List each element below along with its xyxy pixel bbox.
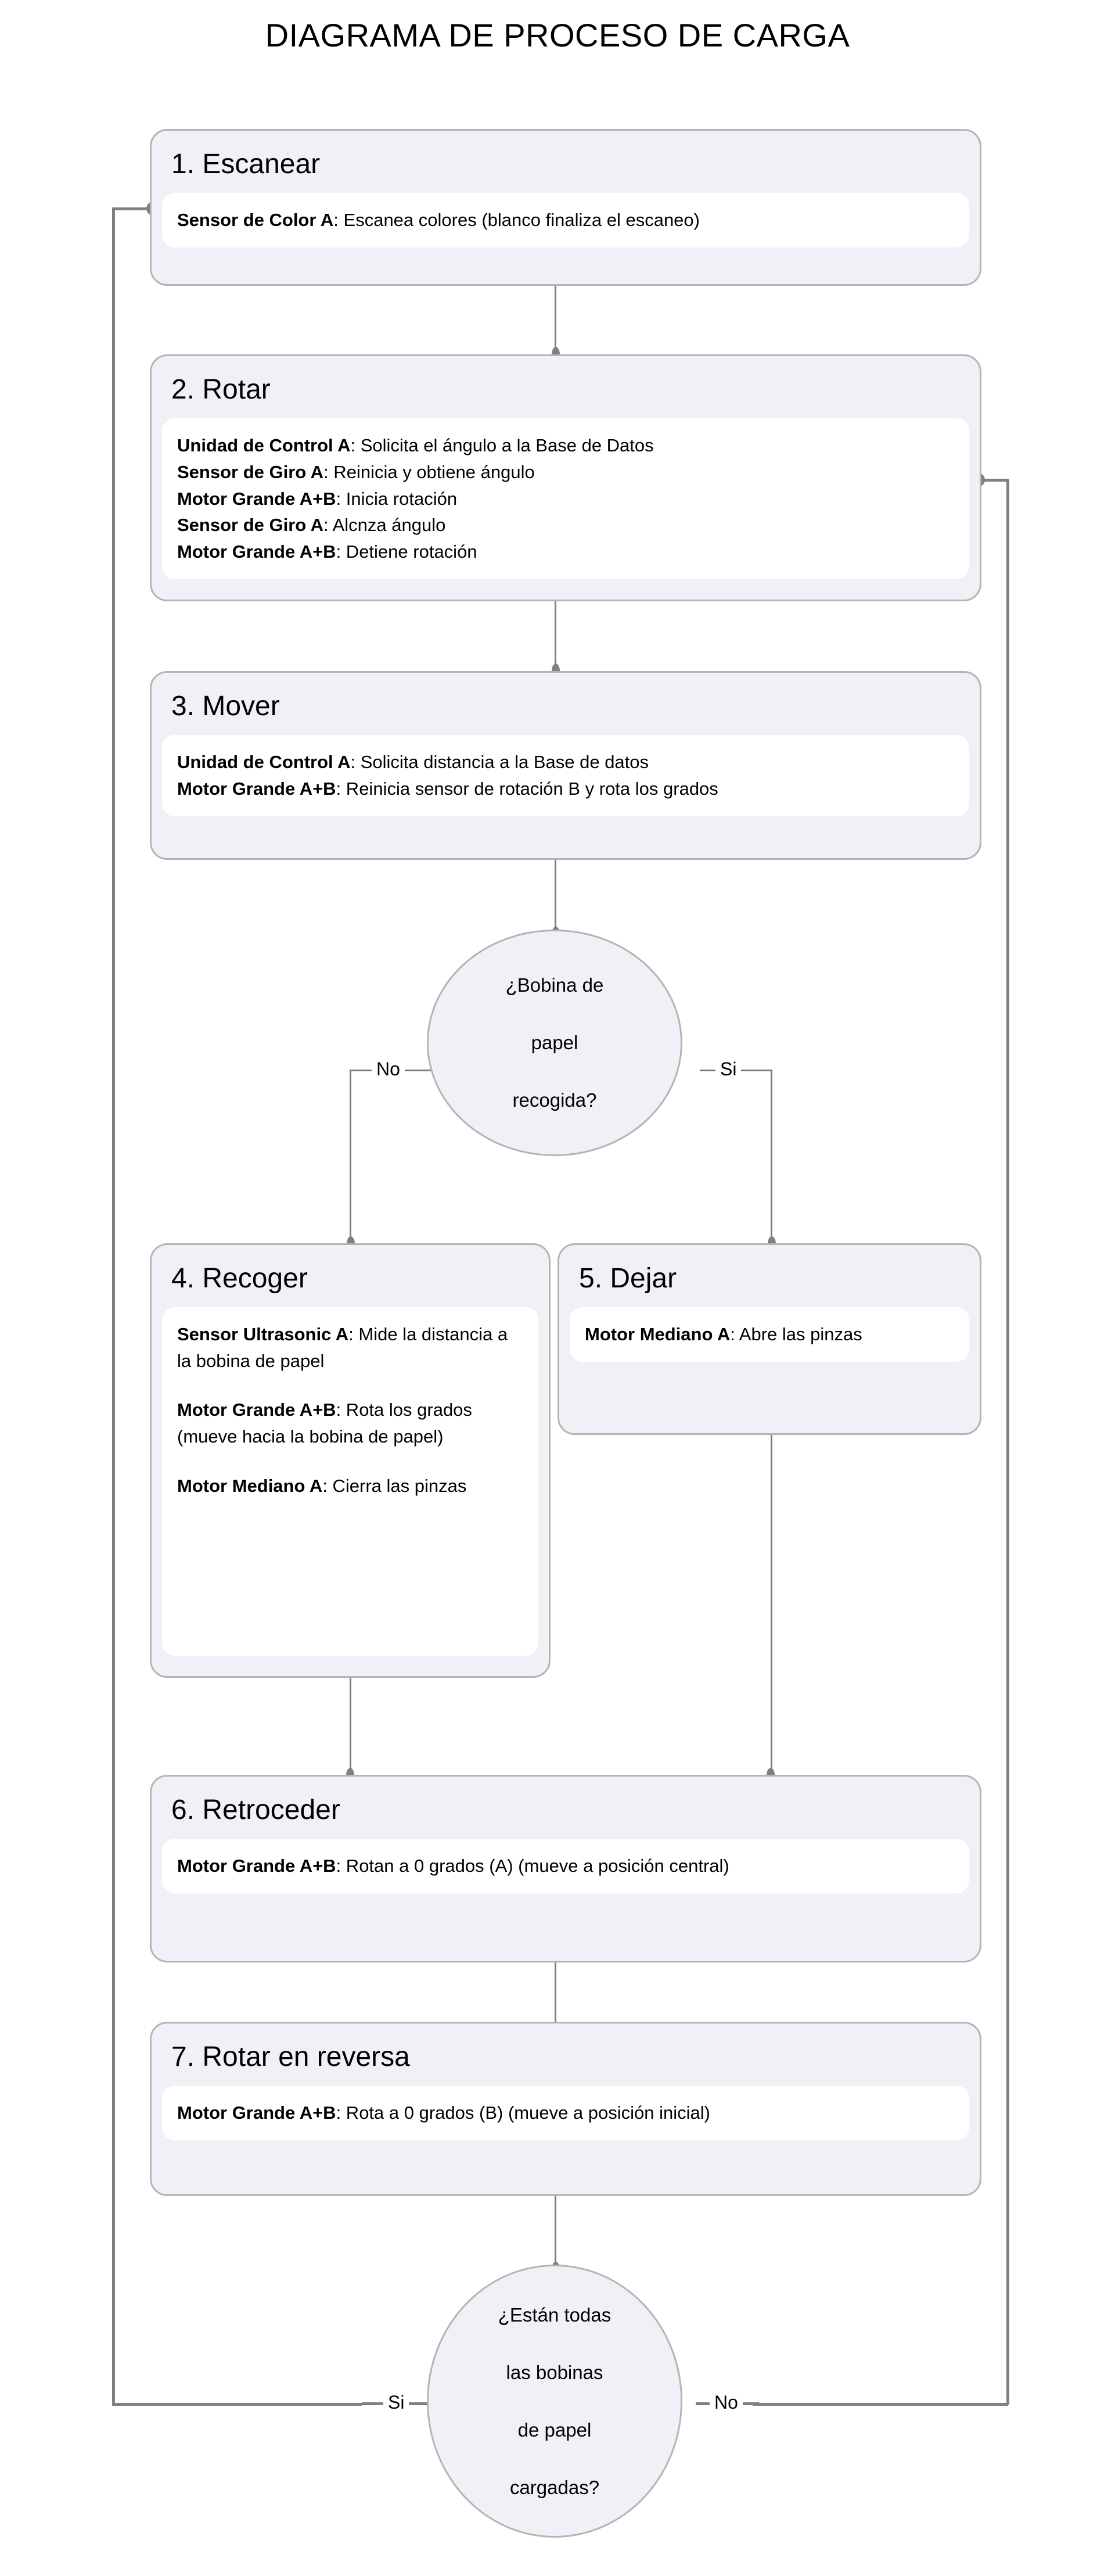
actor-action: : Rotan a 0 grados (A) (mueve a posición… xyxy=(336,1855,729,1876)
branch-label-decision2-si: Si xyxy=(383,2393,409,2412)
page-title: DIAGRAMA DE PROCESO DE CARGA xyxy=(265,17,850,53)
connector-step4-step6 xyxy=(350,1678,351,1777)
actor-action: : Solicita distancia a la Base de datos xyxy=(350,751,649,772)
branch-label-decision1-no: No xyxy=(372,1060,405,1078)
branch-decision1-si-vertical xyxy=(771,1070,772,1244)
feedback-loop-right-bottom-horizontal xyxy=(753,2403,1008,2406)
step-body: Motor Mediano A: Abre las pinzas xyxy=(570,1307,969,1362)
decision-bobina-recogida[interactable]: ¿Bobina de papel recogida? xyxy=(427,930,682,1156)
actor-action: : Mide la distancia a la bobina de papel xyxy=(177,1323,508,1371)
actor-name: Motor Grande A+B xyxy=(177,541,336,562)
step-title: 6. Retroceder xyxy=(171,1795,340,1825)
actor-action: : Abre las pinzas xyxy=(730,1323,862,1344)
connector-step3-decision1 xyxy=(555,860,556,930)
step-title: 5. Dejar xyxy=(579,1263,677,1294)
decision-line-3: de papel xyxy=(517,2419,592,2441)
step-card-rotar-en-reversa[interactable]: 7. Rotar en reversa Motor Grande A+B: Ro… xyxy=(150,2022,981,2196)
decision-line-2: papel xyxy=(531,1032,578,1054)
actor-action: : Alcnza ángulo xyxy=(323,515,446,536)
actor-name: Sensor de Giro A xyxy=(177,515,324,536)
step-body: Sensor Ultrasonic A: Mide la distancia a… xyxy=(162,1307,538,1656)
step-card-dejar[interactable]: 5. Dejar Motor Mediano A: Abre las pinza… xyxy=(558,1243,981,1435)
actor-name: Motor Grande A+B xyxy=(177,1400,336,1420)
actor-action: : Reinicia sensor de rotación B y rota l… xyxy=(336,778,718,799)
actor-name: Motor Mediano A xyxy=(177,1475,323,1496)
connector-step7-decision2 xyxy=(555,2196,556,2266)
connector-step2-step3 xyxy=(555,601,556,671)
feedback-loop-right-vertical xyxy=(1006,479,1009,2405)
feedback-loop-left-bottom-horizontal xyxy=(112,2403,362,2406)
actor-action: : Detiene rotación xyxy=(336,541,477,562)
decision-todas-cargadas[interactable]: ¿Están todas las bobinas de papel cargad… xyxy=(427,2265,682,2538)
actor-name: Motor Grande A+B xyxy=(177,488,336,509)
actor-name: Motor Grande A+B xyxy=(177,1855,336,1876)
step-card-rotar[interactable]: 2. Rotar Unidad de Control A: Solicita e… xyxy=(150,354,981,601)
connector-step6-step7 xyxy=(555,1963,556,2032)
step-title: 3. Mover xyxy=(171,691,280,722)
actor-action: : Cierra las pinzas xyxy=(322,1475,467,1496)
step-title: 1. Escanear xyxy=(171,149,321,180)
decision-line-1: ¿Están todas xyxy=(498,2304,612,2326)
actor-name: Motor Grande A+B xyxy=(177,778,336,799)
actor-action: : Reinicia y obtiene ángulo xyxy=(323,461,535,482)
actor-name: Sensor de Giro A xyxy=(177,461,324,482)
actor-action: : Solicita el ángulo a la Base de Datos xyxy=(350,435,654,455)
connector-step1-step2 xyxy=(555,285,556,354)
step-title: 2. Rotar xyxy=(171,374,271,405)
actor-name: Sensor Ultrasonic A xyxy=(177,1323,349,1344)
step-title: 7. Rotar en reversa xyxy=(171,2042,410,2072)
actor-name: Sensor de Color A xyxy=(177,209,334,230)
feedback-loop-left-top-horizontal xyxy=(112,207,153,210)
decision-line-3: recogida? xyxy=(512,1089,597,1111)
decision-line-1: ¿Bobina de xyxy=(505,974,604,996)
actor-action: : Inicia rotación xyxy=(336,488,458,509)
step-card-escanear[interactable]: 1. Escanear Sensor de Color A: Escanea c… xyxy=(150,129,981,286)
actor-name: Motor Mediano A xyxy=(585,1323,731,1344)
decision-line-4: cargadas? xyxy=(509,2476,600,2498)
step-card-retroceder[interactable]: 6. Retroceder Motor Grande A+B: Rotan a … xyxy=(150,1775,981,1963)
actor-name: Unidad de Control A xyxy=(177,435,351,455)
actor-action: : Escanea colores (blanco finaliza el es… xyxy=(333,209,700,230)
feedback-loop-left-vertical xyxy=(112,208,115,2406)
step-body: Motor Grande A+B: Rotan a 0 grados (A) (… xyxy=(162,1838,969,1893)
step-body: Unidad de Control A: Solicita distancia … xyxy=(162,734,969,816)
step-body: Unidad de Control A: Solicita el ángulo … xyxy=(162,418,969,580)
actor-name: Unidad de Control A xyxy=(177,751,351,772)
step-card-mover[interactable]: 3. Mover Unidad de Control A: Solicita d… xyxy=(150,671,981,860)
step-card-recoger[interactable]: 4. Recoger Sensor Ultrasonic A: Mide la … xyxy=(150,1243,551,1678)
actor-name: Motor Grande A+B xyxy=(177,2102,336,2123)
branch-decision1-no-vertical xyxy=(350,1070,351,1244)
branch-label-decision2-no: No xyxy=(710,2393,743,2412)
decision-text: ¿Están todas las bobinas de papel cargad… xyxy=(475,2301,634,2502)
actor-action: : Rota los grados (mueve hacia la bobina… xyxy=(177,1400,472,1447)
branch-label-decision1-si: Si xyxy=(715,1060,742,1078)
step-title: 4. Recoger xyxy=(171,1263,308,1294)
decision-text: ¿Bobina de papel recogida? xyxy=(483,971,627,1115)
actor-action: : Rota a 0 grados (B) (mueve a posición … xyxy=(336,2102,710,2123)
connector-step5-step6 xyxy=(771,1435,772,1777)
step-body: Sensor de Color A: Escanea colores (blan… xyxy=(162,192,969,247)
feedback-loop-right-top-horizontal xyxy=(977,479,1008,482)
decision-line-2: las bobinas xyxy=(506,2361,603,2383)
step-body: Motor Grande A+B: Rota a 0 grados (B) (m… xyxy=(162,2085,969,2140)
